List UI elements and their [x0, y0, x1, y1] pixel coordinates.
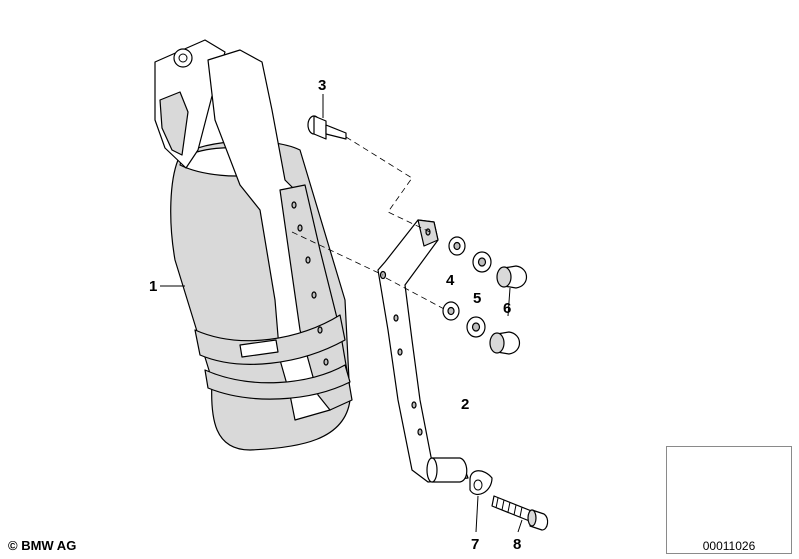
clip [469, 470, 493, 495]
copyright-text: © BMW AG [8, 538, 77, 553]
callout-4: 4 [446, 272, 455, 289]
bolt-shank [325, 124, 347, 140]
cap-nut-lower [489, 331, 521, 355]
assembly-line-upper [345, 136, 431, 233]
callout-2: 2 [461, 396, 469, 413]
bracket-body [377, 219, 469, 483]
assembly-line-lower [385, 277, 447, 311]
reference-box [666, 446, 792, 554]
callout-1: 1 [149, 278, 157, 295]
washer-upper [448, 236, 466, 256]
strap-buckle [239, 339, 279, 358]
assembly-line-mid [291, 231, 384, 276]
spring-washer-upper [472, 251, 492, 273]
cap-nut-upper [496, 265, 528, 289]
bolt-top [307, 115, 347, 140]
reference-number: 00011026 [702, 539, 756, 553]
washer-lower [442, 301, 460, 321]
callout-3: 3 [318, 77, 326, 94]
leader-8 [517, 519, 523, 533]
extinguisher-handle [159, 91, 189, 156]
clamp-ring [204, 364, 351, 400]
mounting-bracket [377, 219, 469, 483]
bolt-bottom [491, 495, 549, 531]
holder-strap [194, 314, 346, 365]
fire-extinguisher [154, 39, 353, 451]
leader-6 [507, 287, 511, 317]
bracket-tube [431, 457, 468, 483]
callout-7: 7 [471, 536, 479, 553]
callout-6: 6 [503, 300, 511, 317]
callout-5: 5 [473, 290, 481, 307]
spring-washer-lower [466, 316, 486, 338]
pressure-gauge-icon [173, 48, 193, 68]
callout-8: 8 [513, 536, 521, 553]
leader-7 [475, 495, 479, 533]
